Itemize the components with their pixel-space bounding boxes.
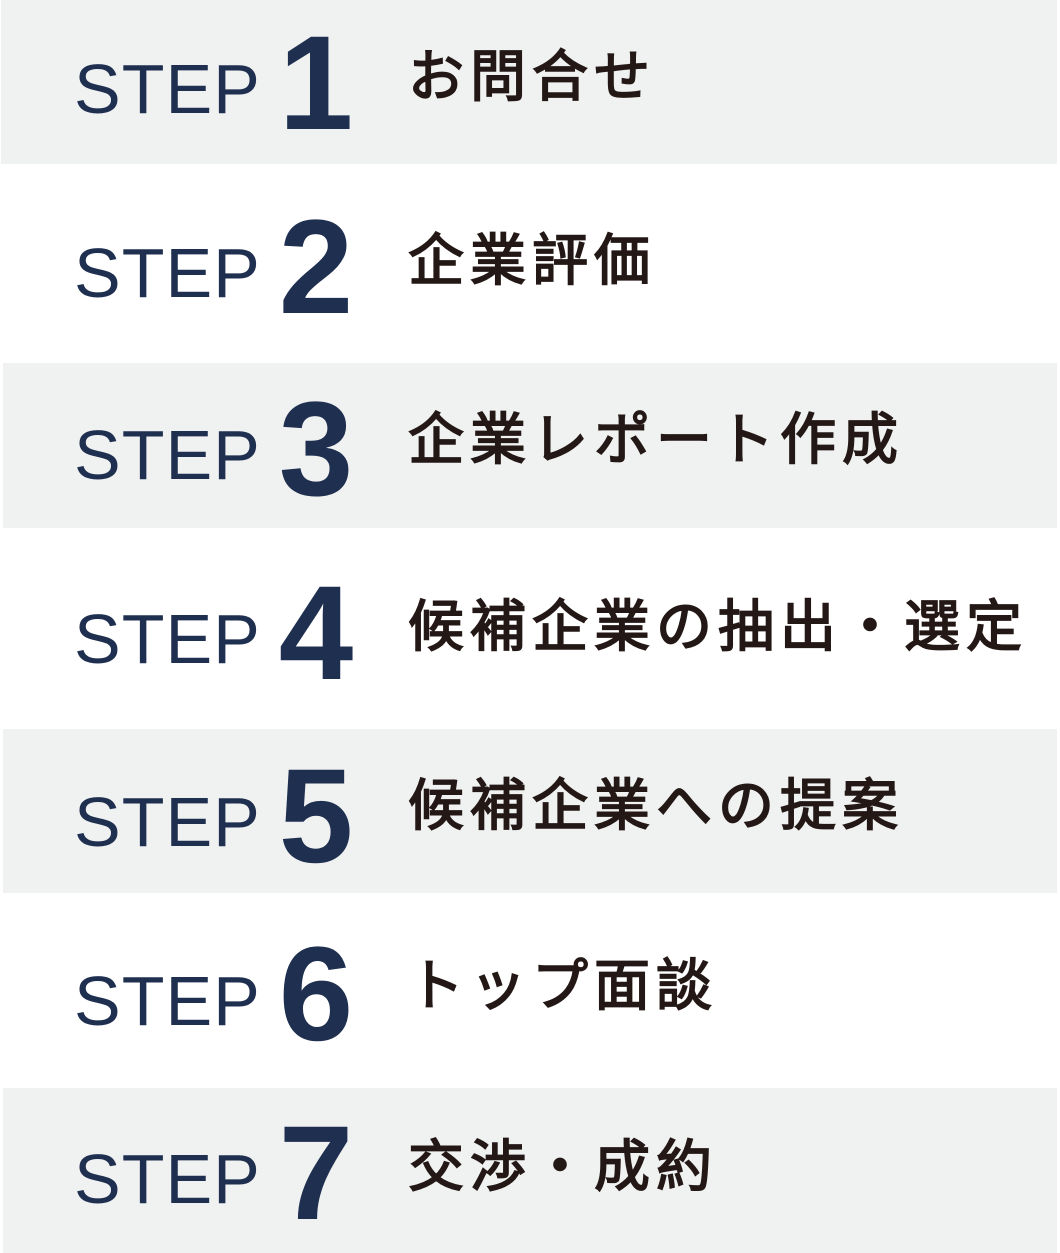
step-prefix: STEP (74, 962, 261, 1040)
step-number: 2 (278, 193, 354, 342)
step-label: 企業評価 (408, 229, 656, 294)
step-prefix: STEP (74, 416, 261, 494)
step-label: 候補企業の抽出・選定 (408, 595, 1028, 660)
step-band-background (3, 1088, 1057, 1253)
step-number: 6 (278, 920, 354, 1069)
step-row-2: STEP 2 企業評価 (0, 164, 1060, 363)
step-prefix: STEP (74, 234, 261, 312)
step-band-background (1, 0, 1057, 164)
step-row-6: STEP 6 トップ面談 (0, 893, 1060, 1088)
step-number: 3 (278, 375, 354, 524)
step-row-1: STEP 1 お問合せ (0, 0, 1060, 164)
step-row-3: STEP 3 企業レポート作成 (0, 363, 1060, 528)
step-row-7: STEP 7 交渉・成約 (0, 1088, 1060, 1253)
step-label: お問合せ (408, 45, 656, 110)
step-number: 1 (278, 9, 354, 158)
step-prefix: STEP (74, 1140, 261, 1218)
step-band-background (3, 729, 1057, 893)
step-number: 5 (278, 742, 354, 891)
step-number: 4 (278, 559, 354, 708)
step-label: 企業レポート作成 (408, 408, 904, 473)
step-label: 候補企業への提案 (408, 774, 904, 839)
step-prefix: STEP (74, 50, 261, 128)
step-number: 7 (278, 1099, 354, 1248)
step-label: トップ面談 (408, 954, 718, 1019)
step-prefix: STEP (74, 783, 261, 861)
step-row-5: STEP 5 候補企業への提案 (0, 729, 1060, 893)
step-label: 交渉・成約 (408, 1135, 718, 1200)
step-row-4: STEP 4 候補企業の抽出・選定 (0, 528, 1060, 729)
step-prefix: STEP (74, 600, 261, 678)
step-band-background (3, 363, 1057, 528)
